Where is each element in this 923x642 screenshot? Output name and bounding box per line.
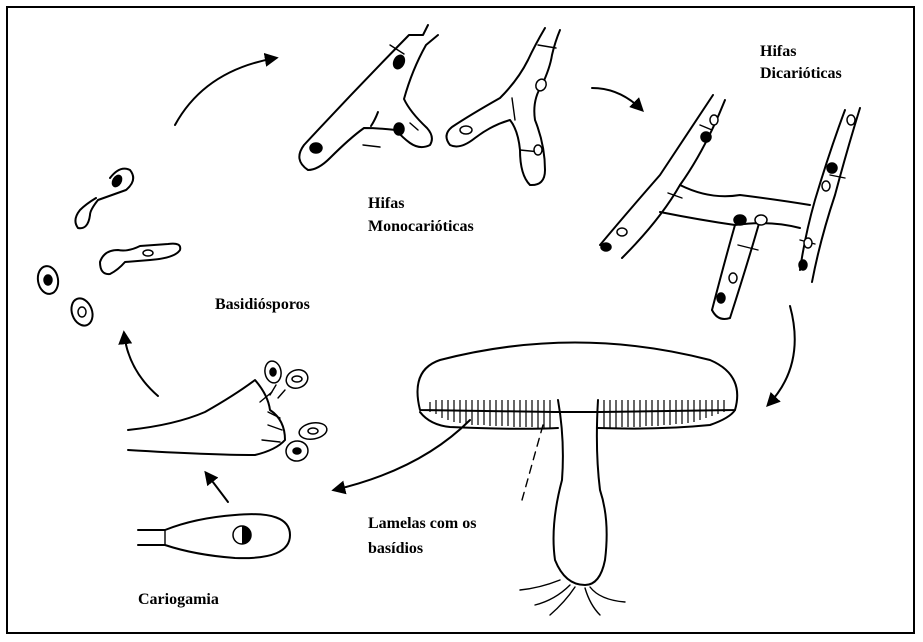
- arrow-monokaryotic-to-dikaryotic: [592, 88, 642, 110]
- dikaryotic-hyphae: [600, 95, 860, 319]
- nucleus-filled: [799, 260, 807, 270]
- arrow-karyogamy-to-basidia: [206, 473, 228, 502]
- nucleus-filled: [827, 163, 837, 173]
- nucleus-filled: [701, 132, 711, 142]
- nucleus-open: [460, 126, 472, 134]
- pointer-line: [522, 425, 543, 500]
- nucleus-open: [804, 238, 812, 248]
- arrow-spores-to-monokaryotic: [175, 58, 276, 125]
- label-gills-line2: basídios: [368, 539, 423, 559]
- nucleus-open: [847, 115, 855, 125]
- spore-3: [36, 264, 61, 295]
- monokaryotic-hypha-left: [299, 25, 438, 170]
- basidium-with-spores: [128, 360, 328, 463]
- label-monokaryotic-line1: Hifas: [368, 194, 404, 214]
- nucleus-filled: [293, 448, 301, 454]
- nucleus-filled: [392, 54, 407, 71]
- arrow-dikaryotic-to-mushroom: [768, 306, 795, 405]
- germinating-spore-1: [75, 169, 133, 229]
- nucleus-filled: [734, 215, 746, 225]
- nucleus-open: [729, 273, 737, 283]
- nucleus-open: [755, 215, 767, 225]
- arrow-mushroom-to-basidia: [334, 420, 470, 490]
- monokaryotic-hypha-right: [446, 28, 560, 185]
- nucleus-filled: [394, 123, 404, 135]
- nucleus-filled: [601, 243, 611, 251]
- nucleus-open: [534, 77, 548, 92]
- nucleus-open: [617, 228, 627, 236]
- nucleus-open: [822, 181, 830, 191]
- nucleus-open: [710, 115, 718, 125]
- spore-4: [68, 295, 96, 328]
- label-dikaryotic-line2: Dicarióticas: [760, 64, 842, 84]
- label-monokaryotic-line2: Monocarióticas: [368, 217, 474, 237]
- mycelium-roots: [520, 580, 625, 615]
- label-basidiospores: Basidiósporos: [215, 295, 310, 315]
- nucleus-open: [292, 376, 302, 382]
- label-dikaryotic-line1: Hifas: [760, 42, 796, 62]
- label-gills-line1: Lamelas com os: [368, 514, 476, 534]
- young-basidium-karyogamy: [138, 514, 290, 558]
- label-karyogamy: Cariogamia: [138, 590, 219, 610]
- nucleus-filled: [310, 143, 322, 153]
- nucleus-open: [534, 145, 542, 155]
- nucleus-open: [308, 428, 318, 434]
- nucleus-filled: [717, 293, 725, 303]
- arrow-basidia-to-spores: [124, 333, 158, 396]
- germinating-spore-2: [100, 244, 180, 274]
- free-basidiospores: [36, 169, 181, 329]
- mushroom: [418, 343, 738, 616]
- nucleus-filled: [270, 368, 276, 376]
